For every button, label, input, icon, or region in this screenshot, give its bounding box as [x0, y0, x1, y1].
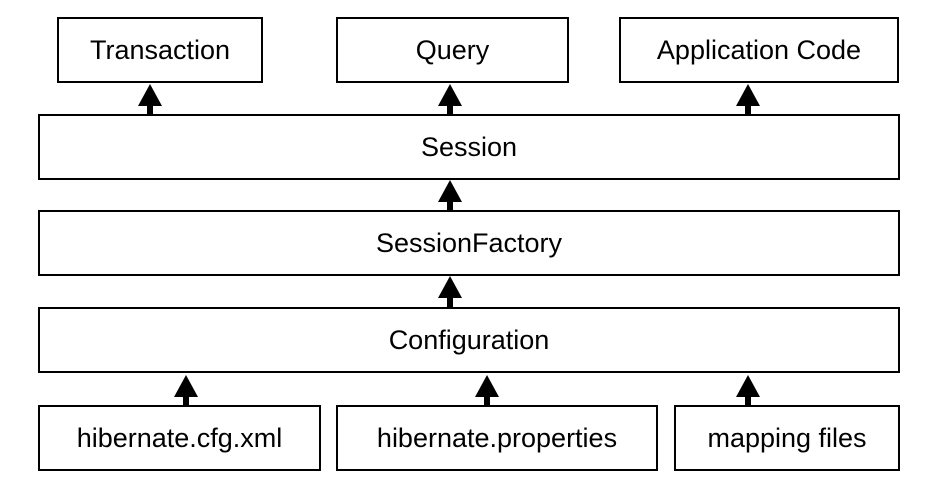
- session-label: Session: [420, 131, 518, 162]
- query-box: Query: [336, 17, 569, 83]
- application-code-box: Application Code: [619, 17, 899, 83]
- transaction-label: Transaction: [89, 34, 231, 65]
- hibernate-properties-box: hibernate.properties: [336, 405, 658, 471]
- session-factory-box: SessionFactory: [38, 210, 900, 276]
- configuration-label: Configuration: [388, 324, 550, 355]
- session-box: Session: [38, 114, 900, 180]
- hibernate-cfg-xml-box: hibernate.cfg.xml: [38, 405, 321, 471]
- hibernate-properties-label: hibernate.properties: [376, 422, 618, 453]
- mapping-files-box: mapping files: [674, 405, 900, 471]
- mapping-files-label: mapping files: [707, 422, 867, 453]
- session-factory-label: SessionFactory: [375, 227, 563, 258]
- application-code-label: Application Code: [656, 34, 862, 65]
- hibernate-cfg-xml-label: hibernate.cfg.xml: [76, 422, 283, 453]
- transaction-box: Transaction: [57, 17, 263, 83]
- configuration-box: Configuration: [38, 307, 900, 373]
- query-label: Query: [415, 34, 490, 65]
